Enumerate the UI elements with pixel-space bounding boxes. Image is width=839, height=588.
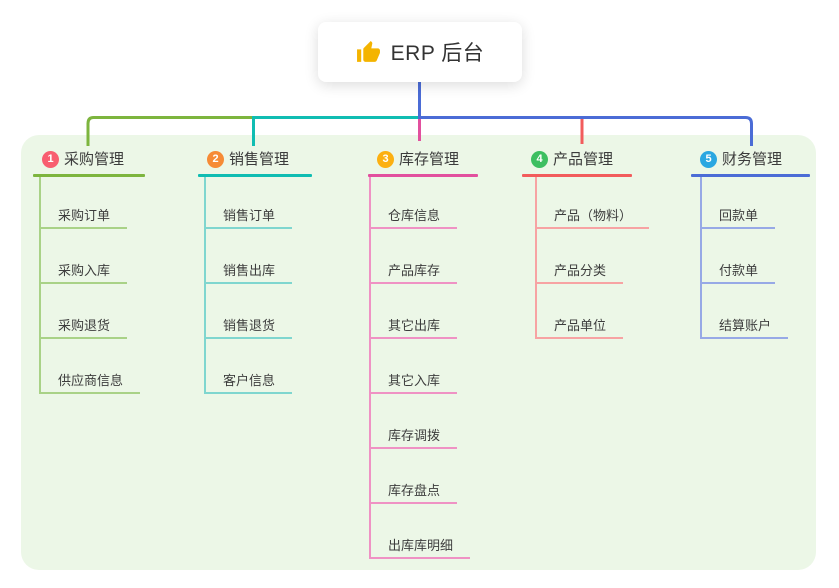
child-item[interactable]: 出库库明细	[388, 538, 454, 553]
child-underline	[39, 227, 127, 229]
child-underline	[535, 337, 623, 339]
branch-title-2[interactable]: 销售管理	[229, 151, 290, 168]
branch-spine-2	[204, 177, 206, 394]
branch-title-3[interactable]: 库存管理	[399, 151, 460, 168]
child-item[interactable]: 客户信息	[223, 373, 276, 388]
branch-badge-4: 4	[531, 151, 548, 168]
child-item[interactable]: 产品（物料）	[554, 208, 633, 223]
child-item[interactable]: 销售退货	[223, 318, 276, 333]
child-item[interactable]: 产品分类	[554, 263, 607, 278]
child-underline	[39, 392, 140, 394]
child-item[interactable]: 产品库存	[388, 263, 441, 278]
child-underline	[700, 227, 775, 229]
child-underline	[369, 392, 457, 394]
child-underline	[369, 227, 457, 229]
root-node-label: ERP 后台	[390, 42, 485, 65]
child-underline	[535, 282, 623, 284]
child-underline	[369, 502, 457, 504]
branch-spine-4	[535, 177, 537, 339]
branch-badge-1: 1	[42, 151, 59, 168]
child-underline	[369, 337, 457, 339]
child-underline	[204, 282, 292, 284]
branch-title-underline-1	[33, 174, 145, 177]
child-underline	[700, 282, 775, 284]
child-underline	[204, 227, 292, 229]
child-underline	[369, 447, 457, 449]
child-item[interactable]: 结算账户	[719, 318, 772, 333]
child-item[interactable]: 采购退货	[58, 318, 111, 333]
branch-title-underline-3	[368, 174, 478, 177]
branch-title-5[interactable]: 财务管理	[722, 151, 783, 168]
child-underline	[535, 227, 649, 229]
child-item[interactable]: 仓库信息	[388, 208, 441, 223]
branch-title-1[interactable]: 采购管理	[64, 151, 125, 168]
child-underline	[700, 337, 788, 339]
branch-title-underline-5	[691, 174, 810, 177]
child-item[interactable]: 供应商信息	[58, 373, 124, 388]
child-underline	[39, 282, 127, 284]
branch-title-underline-2	[198, 174, 312, 177]
connector-branch-1	[86, 116, 253, 146]
branch-badge-5: 5	[700, 151, 717, 168]
child-underline	[204, 337, 292, 339]
root-node[interactable]: ERP 后台	[318, 22, 522, 82]
branch-badge-2: 2	[207, 151, 224, 168]
child-item[interactable]: 销售订单	[223, 208, 276, 223]
branch-spine-3	[369, 177, 371, 559]
branch-title-4[interactable]: 产品管理	[553, 151, 614, 168]
child-item[interactable]: 销售出库	[223, 263, 276, 278]
child-item[interactable]: 采购订单	[58, 208, 111, 223]
child-underline	[369, 282, 457, 284]
branches-panel	[21, 135, 816, 570]
branch-spine-5	[700, 177, 702, 339]
branch-spine-1	[39, 177, 41, 394]
child-item[interactable]: 其它入库	[388, 373, 441, 388]
connector-branch-2	[252, 116, 419, 146]
child-item[interactable]: 付款单	[719, 263, 759, 278]
branch-badge-3: 3	[377, 151, 394, 168]
child-item[interactable]: 库存调拨	[388, 428, 441, 443]
connector-branch-5	[419, 116, 753, 146]
child-underline	[369, 557, 470, 559]
branch-title-underline-4	[522, 174, 632, 177]
child-underline	[204, 392, 292, 394]
child-item[interactable]: 回款单	[719, 208, 759, 223]
child-item[interactable]: 采购入库	[58, 263, 111, 278]
child-item[interactable]: 产品单位	[554, 318, 607, 333]
thumbs-up-icon	[356, 40, 381, 65]
child-underline	[39, 337, 127, 339]
child-item[interactable]: 其它出库	[388, 318, 441, 333]
child-item[interactable]: 库存盘点	[388, 483, 441, 498]
